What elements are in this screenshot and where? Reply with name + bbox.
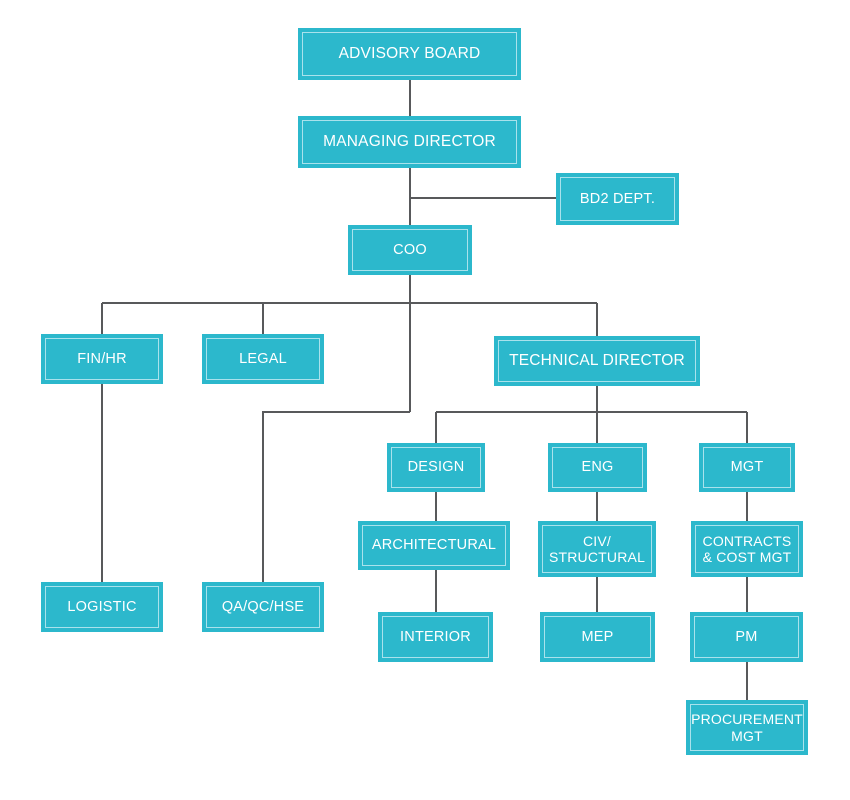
node-logistic-label: LOGISTIC — [45, 586, 159, 628]
node-procurement-mgt-label: PROCUREMENT MGT — [690, 704, 804, 751]
node-qa-qc-hse-label: QA/QC/HSE — [206, 586, 320, 628]
node-mgt[interactable]: MGT — [699, 443, 795, 492]
node-coo-label: COO — [352, 229, 468, 271]
node-legal-label: LEGAL — [206, 338, 320, 380]
node-design-label: DESIGN — [391, 447, 481, 488]
node-qa-qc-hse[interactable]: QA/QC/HSE — [202, 582, 324, 632]
node-advisory-board-label: ADVISORY BOARD — [302, 32, 517, 76]
node-architectural[interactable]: ARCHITECTURAL — [358, 521, 510, 570]
node-architectural-label: ARCHITECTURAL — [362, 525, 506, 566]
node-civ-structural[interactable]: CIV/ STRUCTURAL — [538, 521, 656, 577]
node-contracts-cost-mgt-label: CONTRACTS & COST MGT — [695, 525, 799, 573]
node-bd2-dept[interactable]: BD2 DEPT. — [556, 173, 679, 225]
node-mgt-label: MGT — [703, 447, 791, 488]
node-interior-label: INTERIOR — [382, 616, 489, 658]
node-pm-label: PM — [694, 616, 799, 658]
node-technical-director[interactable]: TECHNICAL DIRECTOR — [494, 336, 700, 386]
node-mep[interactable]: MEP — [540, 612, 655, 662]
node-bd2-dept-label: BD2 DEPT. — [560, 177, 675, 221]
node-mep-label: MEP — [544, 616, 651, 658]
node-coo[interactable]: COO — [348, 225, 472, 275]
node-fin-hr[interactable]: FIN/HR — [41, 334, 163, 384]
node-legal[interactable]: LEGAL — [202, 334, 324, 384]
node-logistic[interactable]: LOGISTIC — [41, 582, 163, 632]
node-contracts-cost-mgt[interactable]: CONTRACTS & COST MGT — [691, 521, 803, 577]
node-managing-director[interactable]: MANAGING DIRECTOR — [298, 116, 521, 168]
node-eng[interactable]: ENG — [548, 443, 647, 492]
node-fin-hr-label: FIN/HR — [45, 338, 159, 380]
node-civ-structural-label: CIV/ STRUCTURAL — [542, 525, 652, 573]
node-pm[interactable]: PM — [690, 612, 803, 662]
node-advisory-board[interactable]: ADVISORY BOARD — [298, 28, 521, 80]
node-technical-director-label: TECHNICAL DIRECTOR — [498, 340, 696, 382]
node-eng-label: ENG — [552, 447, 643, 488]
node-design[interactable]: DESIGN — [387, 443, 485, 492]
node-managing-director-label: MANAGING DIRECTOR — [302, 120, 517, 164]
node-interior[interactable]: INTERIOR — [378, 612, 493, 662]
node-procurement-mgt[interactable]: PROCUREMENT MGT — [686, 700, 808, 755]
